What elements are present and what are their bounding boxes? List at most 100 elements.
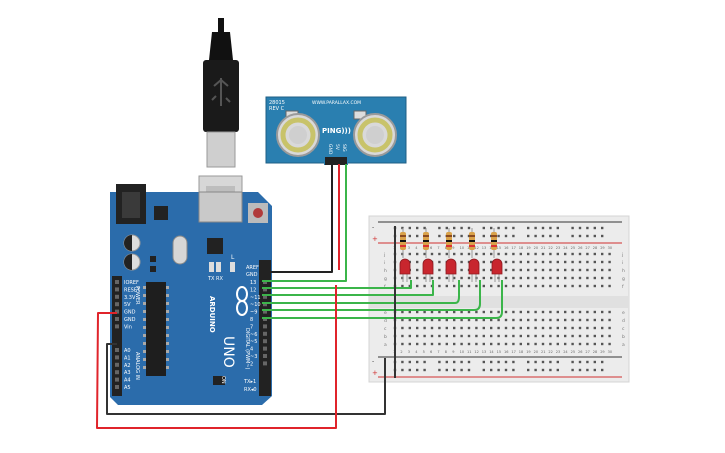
rail-hole[interactable] xyxy=(438,360,441,364)
rail-hole[interactable] xyxy=(453,226,456,230)
terminal-hole[interactable] xyxy=(608,342,611,346)
terminal-hole[interactable] xyxy=(467,342,471,346)
terminal-hole[interactable] xyxy=(453,252,456,256)
terminal-hole[interactable] xyxy=(586,276,589,280)
terminal-hole[interactable] xyxy=(475,326,478,330)
rail-hole[interactable] xyxy=(512,226,515,230)
terminal-hole[interactable] xyxy=(571,342,574,346)
terminal-hole[interactable] xyxy=(467,334,471,338)
terminal-hole[interactable] xyxy=(423,342,426,346)
terminal-hole[interactable] xyxy=(453,310,456,314)
terminal-hole[interactable] xyxy=(519,268,522,272)
rail-hole[interactable] xyxy=(549,368,552,372)
terminal-hole[interactable] xyxy=(564,268,567,272)
terminal-hole[interactable] xyxy=(527,334,530,338)
terminal-hole[interactable] xyxy=(490,252,493,256)
terminal-hole[interactable] xyxy=(504,334,508,338)
terminal-hole[interactable] xyxy=(423,252,426,256)
terminal-hole[interactable] xyxy=(430,252,434,256)
terminal-hole[interactable] xyxy=(519,342,522,346)
terminal-hole[interactable] xyxy=(460,310,463,314)
terminal-hole[interactable] xyxy=(556,334,559,338)
usb-port[interactable] xyxy=(198,191,243,223)
terminal-hole[interactable] xyxy=(593,276,596,280)
terminal-hole[interactable] xyxy=(608,310,611,314)
terminal-hole[interactable] xyxy=(445,276,448,280)
terminal-hole[interactable] xyxy=(527,268,530,272)
terminal-hole[interactable] xyxy=(578,284,582,288)
rail-hole[interactable] xyxy=(423,360,426,364)
terminal-hole[interactable] xyxy=(475,342,478,346)
terminal-hole[interactable] xyxy=(482,268,485,272)
terminal-hole[interactable] xyxy=(549,342,552,346)
terminal-hole[interactable] xyxy=(445,310,448,314)
terminal-hole[interactable] xyxy=(512,252,515,256)
terminal-hole[interactable] xyxy=(490,276,493,280)
terminal-hole[interactable] xyxy=(541,334,545,338)
breadboard[interactable]: - + - + 11223344556677889910101111121213… xyxy=(368,215,630,383)
terminal-hole[interactable] xyxy=(401,252,404,256)
terminal-hole[interactable] xyxy=(482,260,485,264)
terminal-hole[interactable] xyxy=(601,310,604,314)
digital-pin-socket[interactable] xyxy=(263,361,267,366)
terminal-hole[interactable] xyxy=(430,326,434,330)
terminal-hole[interactable] xyxy=(556,342,559,346)
terminal-hole[interactable] xyxy=(571,326,574,330)
wire-gnd-to-breadboard[interactable] xyxy=(106,343,386,415)
rail-hole[interactable] xyxy=(423,368,426,372)
rail-hole[interactable] xyxy=(497,368,500,372)
terminal-hole[interactable] xyxy=(497,284,500,288)
terminal-hole[interactable] xyxy=(482,310,485,314)
rail-hole[interactable] xyxy=(512,368,515,372)
rail-hole[interactable] xyxy=(504,226,508,230)
terminal-hole[interactable] xyxy=(601,268,604,272)
rail-hole[interactable] xyxy=(556,368,559,372)
terminal-hole[interactable] xyxy=(423,310,426,314)
terminal-hole[interactable] xyxy=(401,318,404,322)
terminal-hole[interactable] xyxy=(497,252,500,256)
terminal-hole[interactable] xyxy=(549,260,552,264)
terminal-hole[interactable] xyxy=(593,284,596,288)
terminal-hole[interactable] xyxy=(438,334,441,338)
terminal-hole[interactable] xyxy=(408,284,411,288)
terminal-hole[interactable] xyxy=(467,284,471,288)
terminal-hole[interactable] xyxy=(438,260,441,264)
rail-hole[interactable] xyxy=(497,234,500,238)
terminal-hole[interactable] xyxy=(475,310,478,314)
rail-hole[interactable] xyxy=(586,368,589,372)
terminal-hole[interactable] xyxy=(416,268,419,272)
terminal-hole[interactable] xyxy=(512,310,515,314)
terminal-hole[interactable] xyxy=(608,260,611,264)
rail-hole[interactable] xyxy=(490,226,493,230)
rail-hole[interactable] xyxy=(593,234,596,238)
terminal-hole[interactable] xyxy=(578,260,582,264)
terminal-hole[interactable] xyxy=(467,276,471,280)
terminal-hole[interactable] xyxy=(534,268,537,272)
terminal-hole[interactable] xyxy=(608,318,611,322)
terminal-hole[interactable] xyxy=(534,284,537,288)
terminal-hole[interactable] xyxy=(482,342,485,346)
rail-hole[interactable] xyxy=(527,234,530,238)
terminal-hole[interactable] xyxy=(416,342,419,346)
terminal-hole[interactable] xyxy=(438,310,441,314)
terminal-hole[interactable] xyxy=(453,318,456,322)
terminal-hole[interactable] xyxy=(564,326,567,330)
rail-hole[interactable] xyxy=(527,368,530,372)
rail-hole[interactable] xyxy=(601,360,604,364)
terminal-hole[interactable] xyxy=(482,284,485,288)
rail-hole[interactable] xyxy=(534,368,537,372)
terminal-hole[interactable] xyxy=(490,318,493,322)
terminal-hole[interactable] xyxy=(549,318,552,322)
terminal-hole[interactable] xyxy=(504,276,508,280)
terminal-hole[interactable] xyxy=(549,252,552,256)
terminal-hole[interactable] xyxy=(571,260,574,264)
terminal-hole[interactable] xyxy=(408,318,411,322)
wire-pin-10[interactable] xyxy=(262,280,460,304)
terminal-hole[interactable] xyxy=(541,276,545,280)
terminal-hole[interactable] xyxy=(438,284,441,288)
red-led[interactable] xyxy=(422,258,434,275)
terminal-hole[interactable] xyxy=(460,268,463,272)
rail-hole[interactable] xyxy=(445,226,448,230)
red-led[interactable] xyxy=(468,258,480,275)
terminal-hole[interactable] xyxy=(438,276,441,280)
